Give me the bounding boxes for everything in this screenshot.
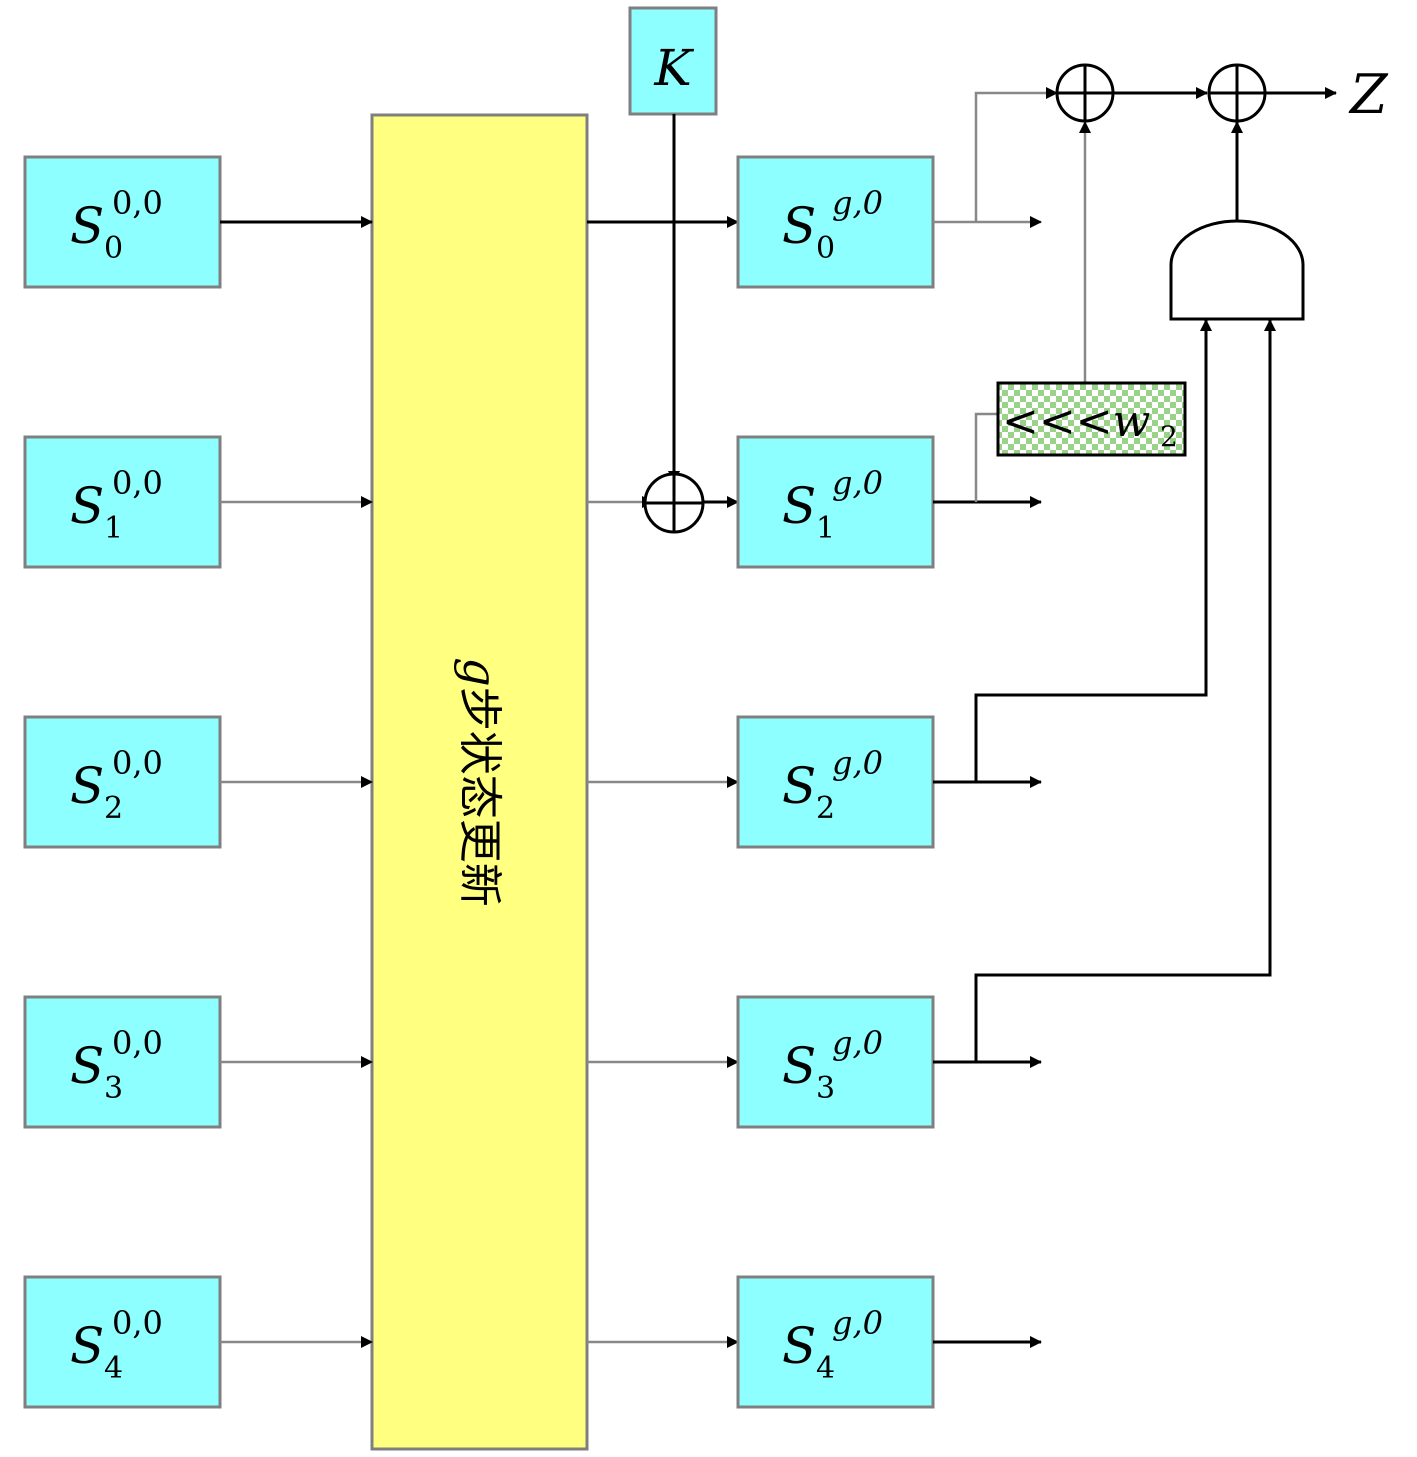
branch-s1-to-rotation bbox=[974, 412, 998, 502]
svg-text:g,0: g,0 bbox=[832, 1304, 883, 1342]
svg-text:4: 4 bbox=[816, 1351, 835, 1386]
output-state-4: S 4 g,0 bbox=[736, 1275, 935, 1409]
input-state-2: S 2 0,0 bbox=[23, 715, 222, 849]
svg-text:S: S bbox=[782, 477, 816, 535]
svg-text:S: S bbox=[782, 1317, 816, 1375]
output-state-0: S 0 g,0 bbox=[736, 155, 935, 289]
xor2-icon bbox=[1207, 63, 1267, 123]
output-state-2: S 2 g,0 bbox=[736, 715, 935, 849]
svg-text:g,0: g,0 bbox=[832, 464, 883, 502]
branch-s3-to-and bbox=[974, 319, 1276, 1062]
update-text: 步状态更新 bbox=[455, 687, 506, 907]
svg-text:0: 0 bbox=[816, 231, 835, 266]
and-gate-icon bbox=[1169, 219, 1305, 321]
output-label: Z bbox=[1348, 63, 1389, 126]
branch-s0-to-xor1 bbox=[974, 87, 1058, 222]
svg-text:2: 2 bbox=[104, 791, 123, 826]
svg-text:0: 0 bbox=[104, 231, 123, 266]
state-update-label: g步状态更新 bbox=[453, 657, 507, 906]
output-state-3: S 3 g,0 bbox=[736, 995, 935, 1129]
svg-text:S: S bbox=[70, 1037, 104, 1095]
update-var: g bbox=[453, 657, 507, 686]
svg-text:0,0: 0,0 bbox=[112, 184, 163, 222]
svg-text:g,0: g,0 bbox=[832, 184, 883, 222]
svg-text:0,0: 0,0 bbox=[112, 1024, 163, 1062]
xor1-icon bbox=[1055, 63, 1115, 123]
svg-text:S: S bbox=[782, 1037, 816, 1095]
svg-text:2: 2 bbox=[816, 791, 835, 826]
svg-text:S: S bbox=[70, 1317, 104, 1375]
svg-text:S: S bbox=[782, 197, 816, 255]
svg-text:0,0: 0,0 bbox=[112, 1304, 163, 1342]
svg-text:g,0: g,0 bbox=[832, 744, 883, 782]
key-box: K bbox=[628, 6, 718, 116]
input-state-1: S 1 0,0 bbox=[23, 435, 222, 569]
rotation-box: <<<w 2 bbox=[996, 381, 1187, 457]
output-state-1: S 1 g,0 bbox=[736, 435, 935, 569]
input-state-3: S 3 0,0 bbox=[23, 995, 222, 1129]
svg-text:1: 1 bbox=[104, 511, 123, 546]
svg-text:<<<w: <<<w bbox=[1002, 396, 1150, 447]
key-xor-icon bbox=[643, 472, 705, 534]
branch-s2-to-and bbox=[974, 319, 1212, 782]
svg-text:3: 3 bbox=[104, 1071, 123, 1106]
svg-text:S: S bbox=[70, 477, 104, 535]
svg-text:K: K bbox=[653, 39, 694, 97]
svg-text:0,0: 0,0 bbox=[112, 464, 163, 502]
svg-text:g,0: g,0 bbox=[832, 1024, 883, 1062]
input-state-0: S 0 0,0 bbox=[23, 155, 222, 289]
rotation-var: w bbox=[1113, 396, 1151, 447]
input-state-4: S 4 0,0 bbox=[23, 1275, 222, 1409]
rotation-op: <<< bbox=[1002, 396, 1113, 447]
svg-text:S: S bbox=[70, 197, 104, 255]
svg-text:2: 2 bbox=[1160, 420, 1178, 453]
state-update-block bbox=[370, 113, 589, 1451]
svg-text:0,0: 0,0 bbox=[112, 744, 163, 782]
svg-text:S: S bbox=[70, 757, 104, 815]
svg-text:3: 3 bbox=[816, 1071, 835, 1106]
svg-text:S: S bbox=[782, 757, 816, 815]
svg-text:1: 1 bbox=[816, 511, 835, 546]
rotation-sub: 2 bbox=[1160, 420, 1178, 453]
svg-text:4: 4 bbox=[104, 1351, 123, 1386]
